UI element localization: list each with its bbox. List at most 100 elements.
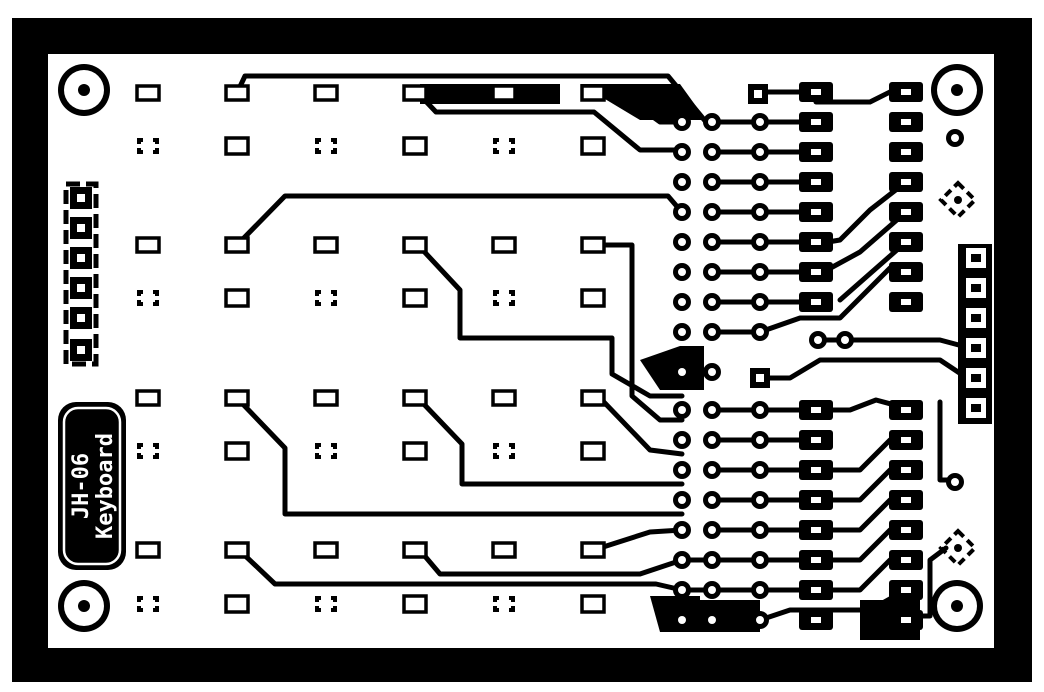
- key-pad-bot-21: [402, 594, 428, 614]
- pad-corner: [315, 443, 319, 449]
- via-b-5-drill: [708, 268, 716, 276]
- right-header-pin-drill-0: [971, 254, 981, 262]
- chip2-right-pad-4-drill: [901, 527, 911, 533]
- pad-corner: [333, 138, 337, 144]
- right-header-pin-drill-2: [971, 314, 981, 322]
- key-pad-bot-9: [402, 288, 428, 308]
- via-b-15-drill: [708, 616, 716, 624]
- pad-corner: [333, 300, 337, 306]
- right-header-body: [958, 244, 992, 424]
- key-pad-top-18: [135, 541, 161, 559]
- mounting-holes: [58, 64, 983, 632]
- chip1-left-pad-7-drill: [811, 299, 821, 305]
- via-b-9-drill: [708, 436, 716, 444]
- via-b-8-drill: [708, 406, 716, 414]
- key-pad-top-4: [491, 84, 517, 102]
- pad-corner: [493, 300, 497, 306]
- via-extra-3-drill: [951, 134, 959, 142]
- chip1-left-pad-2-drill: [811, 149, 821, 155]
- key-pad-top-2: [313, 84, 339, 102]
- via-a-10-drill: [678, 466, 686, 474]
- pad-corner: [493, 596, 497, 602]
- via-square-top-drill: [754, 90, 762, 98]
- pad-corner: [493, 453, 497, 459]
- pad-corner: [315, 148, 319, 154]
- trace-9: [234, 545, 685, 593]
- trace-4: [415, 242, 685, 399]
- pad-corner: [333, 443, 337, 449]
- pad-corner: [511, 443, 515, 449]
- copper-pour-1: [580, 84, 706, 120]
- key-pad-bot-5: [580, 136, 606, 156]
- via-a-11-drill: [678, 496, 686, 504]
- mounting-hole-center-0: [78, 84, 90, 96]
- left-header-pin-drill-1: [77, 224, 85, 232]
- right-header-pin-drill-3: [971, 344, 981, 352]
- trace-5: [597, 242, 685, 423]
- trace-7: [415, 395, 685, 487]
- key-pad-top-23: [580, 541, 606, 559]
- chip1-right-pad-6-drill: [901, 269, 911, 275]
- key-pad-gnd-18: [137, 596, 159, 612]
- fiducial-icon: [938, 180, 978, 220]
- key-pad-gnd-2: [315, 138, 337, 154]
- via-b-6-drill: [708, 298, 716, 306]
- key-pad-bot-11: [580, 288, 606, 308]
- via-b-12-drill: [708, 526, 716, 534]
- via-c-5-drill: [756, 268, 764, 276]
- pad-corner: [493, 443, 497, 449]
- pad-corner: [137, 596, 141, 602]
- via-b-0-drill: [708, 118, 716, 126]
- key-pad-top-22: [491, 541, 517, 559]
- chip2-right-pad-5-drill: [901, 557, 911, 563]
- pad-corner: [155, 290, 159, 296]
- key-pad-bot-1: [224, 136, 250, 156]
- key-pad-top-3: [402, 84, 428, 102]
- key-pad-top-13: [224, 389, 250, 407]
- pad-corner: [333, 148, 337, 154]
- via-b-13-drill: [708, 556, 716, 564]
- label-line1: JH-06: [69, 453, 94, 519]
- via-c-10-drill: [756, 466, 764, 474]
- key-pad-bot-7: [224, 288, 250, 308]
- chip2-right-pad-1-drill: [901, 437, 911, 443]
- key-pad-top-17: [580, 389, 606, 407]
- left-header-pin-drill-5: [77, 346, 85, 354]
- chip2-left-pad-4-drill: [811, 527, 821, 533]
- key-pad-top-14: [313, 389, 339, 407]
- key-pad-bot-17: [580, 441, 606, 461]
- pad-corner: [155, 453, 159, 459]
- via-c-4-drill: [756, 238, 764, 246]
- dip-chips: [673, 82, 964, 630]
- right-header-pin-drill-4: [971, 374, 981, 382]
- key-pad-gnd-20: [315, 596, 337, 612]
- pad-corner: [315, 596, 319, 602]
- pad-corner: [137, 138, 141, 144]
- pad-corner: [511, 148, 515, 154]
- key-pad-gnd-14: [315, 443, 337, 459]
- via-b-7-drill: [708, 328, 716, 336]
- pad-corner: [137, 300, 141, 306]
- chip2-right-pad-2-drill: [901, 467, 911, 473]
- chip2-left-pad-1-drill: [811, 437, 821, 443]
- pad-corner: [333, 453, 337, 459]
- via-b-2-drill: [708, 178, 716, 186]
- key-pad-gnd-6: [137, 290, 159, 306]
- key-pad-top-15: [402, 389, 428, 407]
- via-square-mid-drill: [756, 374, 764, 382]
- chip1-left-pad-6-drill: [811, 269, 821, 275]
- via-c-12-drill: [756, 526, 764, 534]
- chip1-left-pad-5-drill: [811, 239, 821, 245]
- chip2-right-pad-3-drill: [901, 497, 911, 503]
- key-pad-top-19: [224, 541, 250, 559]
- key-pad-top-11: [580, 236, 606, 254]
- via-b-1-drill: [708, 148, 716, 156]
- key-pad-bot-23: [580, 594, 606, 614]
- pad-corner: [511, 138, 515, 144]
- via-b-4-drill: [708, 238, 716, 246]
- pad-corner: [333, 596, 337, 602]
- board-area: [48, 54, 994, 648]
- key-pad-gnd-12: [137, 443, 159, 459]
- via-c-3-drill: [756, 208, 764, 216]
- key-pad-top-6: [135, 236, 161, 254]
